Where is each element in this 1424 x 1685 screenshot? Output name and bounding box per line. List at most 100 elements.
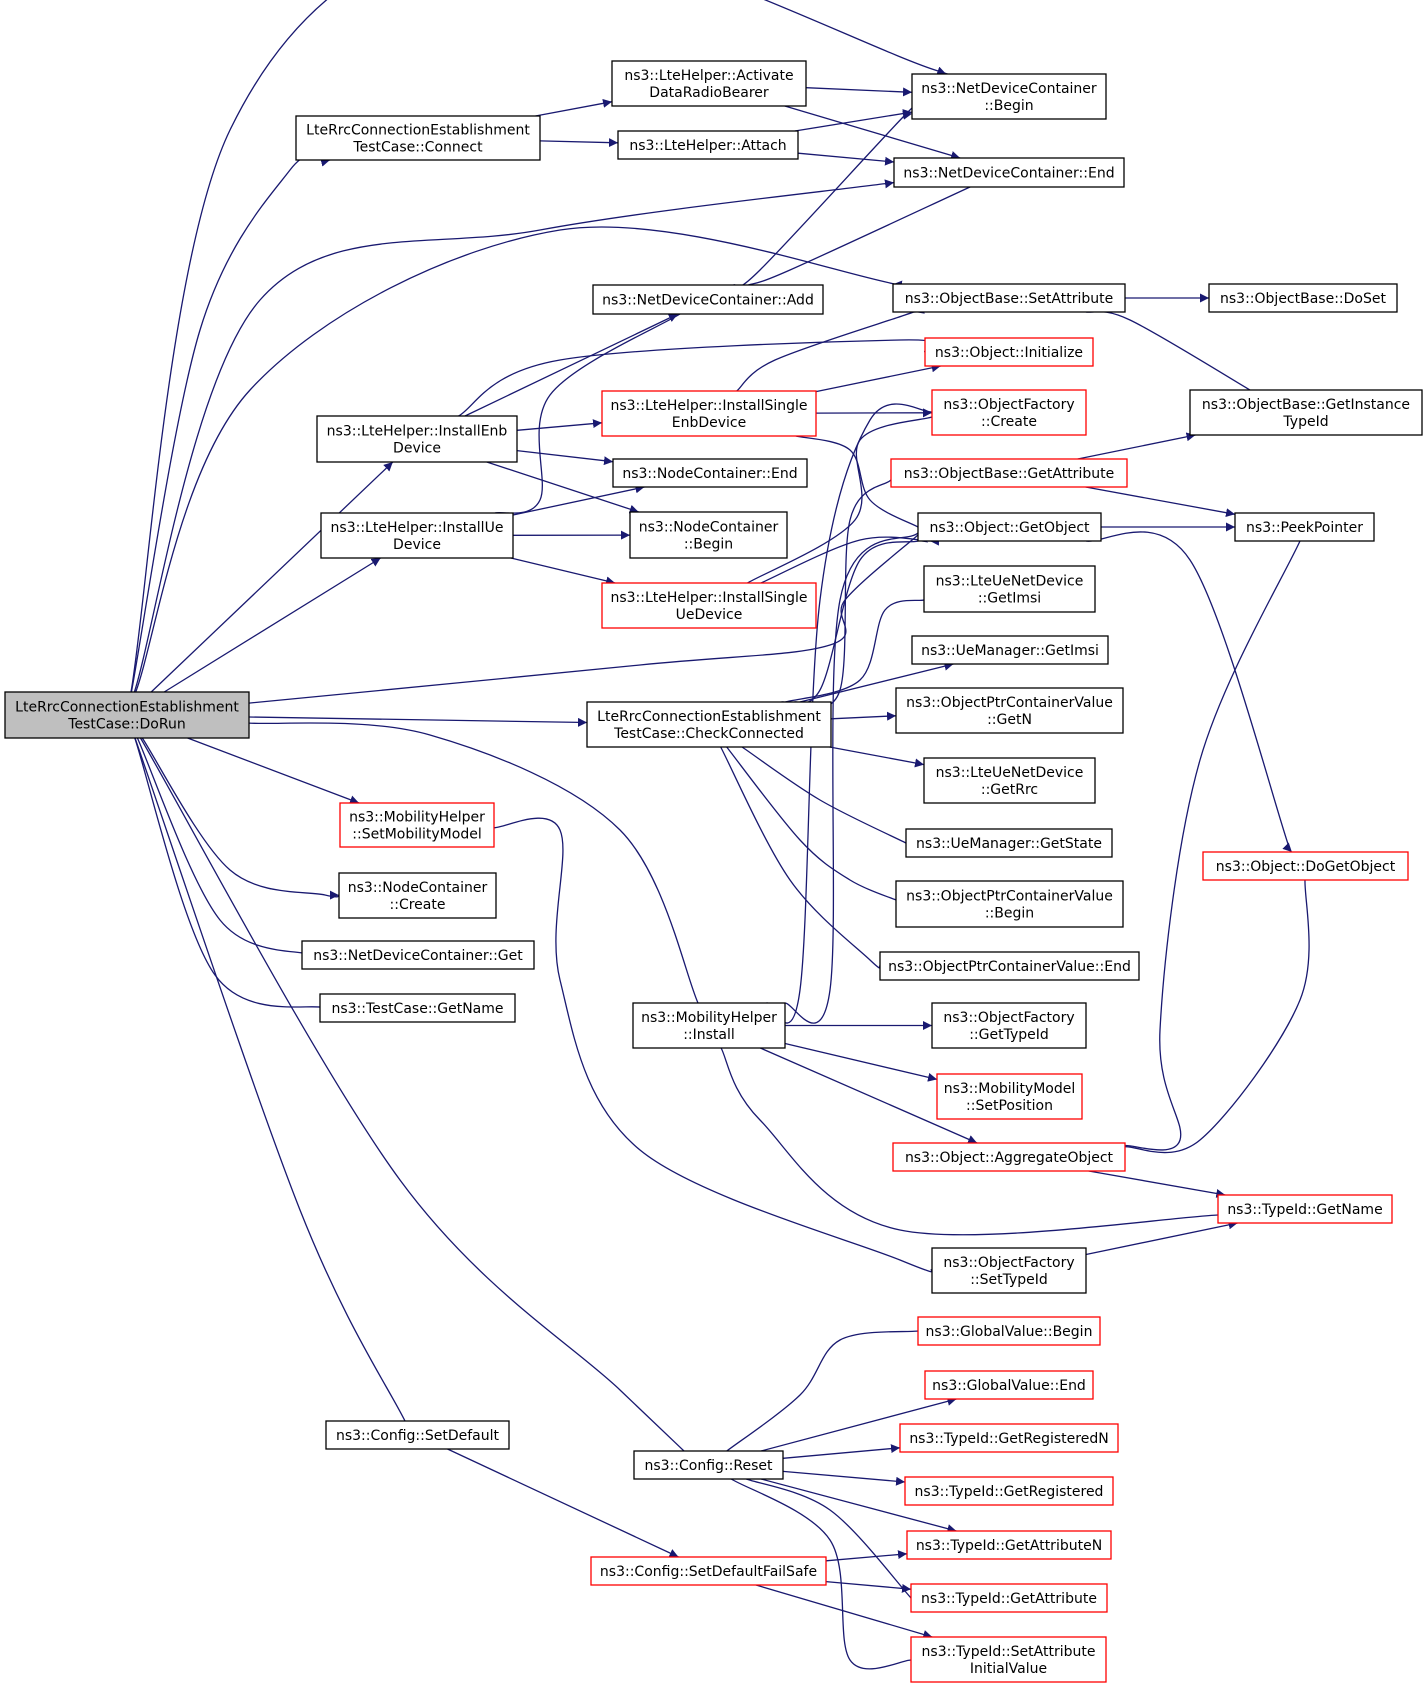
node-dorun[interactable]: LteRrcConnectionEstablishmentTestCase::D… — [4, 691, 250, 739]
node-tidRegN[interactable]: ns3::TypeId::GetRegisteredN — [899, 1423, 1119, 1453]
edge-obSetAttr-to-obGetInstTid — [1085, 310, 1261, 399]
node-obSetAttr[interactable]: ns3::ObjectBase::SetAttribute — [892, 283, 1126, 313]
node-lteUeImsi[interactable]: ns3::LteUeNetDevice::GetImsi — [923, 565, 1096, 613]
edge-instSingleEnb-to-obSetAttr — [736, 305, 925, 392]
node-label: ns3::NodeContainer::End — [622, 466, 797, 482]
node-objInit[interactable]: ns3::Object::Initialize — [924, 337, 1094, 367]
node-label: InitialValue — [970, 1661, 1047, 1677]
edge-cfgReset-to-gvEnd — [760, 1396, 957, 1452]
node-label: DataRadioBearer — [649, 85, 769, 101]
node-gvBegin[interactable]: ns3::GlobalValue::Begin — [917, 1316, 1101, 1346]
node-label: ns3::MobilityModel — [944, 1081, 1076, 1097]
edge-installEnb-to-ncEnd — [516, 449, 614, 466]
node-box — [319, 993, 516, 1023]
edge-connect-to-activate — [535, 98, 613, 117]
edge-dorun-to-installEnb — [150, 461, 394, 693]
node-label: ns3::Object::Initialize — [935, 345, 1083, 361]
node-objDoGetObject[interactable]: ns3::Object::DoGetObject — [1202, 851, 1409, 881]
edge-setDefault-to-failSafe — [447, 1448, 679, 1558]
node-ncEnd[interactable]: ns3::NodeContainer::End — [612, 458, 808, 488]
node-label: ns3::LteUeNetDevice — [936, 574, 1084, 590]
node-label: ns3::PeekPointer — [1246, 520, 1363, 536]
node-label: ns3::Config::SetDefaultFailSafe — [600, 1564, 817, 1580]
node-cfgReset[interactable]: ns3::Config::Reset — [633, 1450, 784, 1480]
node-ofSetTypeId[interactable]: ns3::ObjectFactory::SetTypeId — [931, 1247, 1087, 1294]
node-label: ::Create — [981, 414, 1037, 430]
node-connect[interactable]: LteRrcConnectionEstablishmentTestCase::C… — [295, 115, 541, 161]
node-tidReg[interactable]: ns3::TypeId::GetRegistered — [904, 1476, 1114, 1506]
node-label: ns3::LteHelper::InstallUe — [331, 520, 504, 536]
node-attach[interactable]: ns3::LteHelper::Attach — [617, 130, 799, 160]
node-ofCreate[interactable]: ns3::ObjectFactory::Create — [931, 389, 1087, 436]
node-ofGetTypeId[interactable]: ns3::ObjectFactory::GetTypeId — [931, 1002, 1087, 1049]
node-mmSetPos[interactable]: ns3::MobilityModel::SetPosition — [936, 1073, 1083, 1120]
node-obGetAttr[interactable]: ns3::ObjectBase::GetAttribute — [890, 458, 1128, 488]
node-objGetObject[interactable]: ns3::Object::GetObject — [917, 512, 1102, 542]
edge-objAggregate-to-tidGetName — [1088, 1170, 1226, 1198]
node-checkConn[interactable]: LteRrcConnectionEstablishmentTestCase::C… — [586, 701, 832, 748]
node-ndcGet[interactable]: ns3::NetDeviceContainer::Get — [301, 940, 535, 970]
node-objAggregate[interactable]: ns3::Object::AggregateObject — [892, 1142, 1126, 1172]
node-box — [931, 1247, 1087, 1294]
node-ndcEnd[interactable]: ns3::NetDeviceContainer::End — [893, 157, 1125, 188]
node-label: UeDevice — [676, 607, 743, 623]
node-label: ns3::LteHelper::InstallEnb — [327, 424, 508, 440]
node-nodeCreate[interactable]: ns3::NodeContainer::Create — [338, 872, 497, 919]
node-setDefault[interactable]: ns3::Config::SetDefault — [325, 1420, 510, 1450]
node-box — [632, 1002, 786, 1049]
node-label: ns3::TypeId::GetName — [1227, 1202, 1382, 1218]
edge-objAggregate-to-peekPointer — [1124, 524, 1309, 1151]
node-tidAttr[interactable]: ns3::TypeId::GetAttribute — [910, 1583, 1108, 1613]
edge-attach-to-ndcBegin — [794, 109, 913, 132]
node-ncBegin[interactable]: ns3::NodeContainer::Begin — [629, 511, 788, 559]
node-box — [590, 1556, 827, 1586]
node-label: ::GetImsi — [978, 591, 1041, 607]
node-tidAttrN[interactable]: ns3::TypeId::GetAttributeN — [906, 1530, 1112, 1560]
node-optrBegin[interactable]: ns3::ObjectPtrContainerValue::Begin — [895, 880, 1124, 928]
node-ndcBegin[interactable]: ns3::NetDeviceContainer::Begin — [911, 73, 1107, 120]
node-label: ns3::LteHelper::Activate — [624, 68, 793, 84]
node-peekPointer[interactable]: ns3::PeekPointer — [1234, 512, 1375, 542]
node-mobInstall[interactable]: ns3::MobilityHelper::Install — [632, 1002, 786, 1049]
node-label: ns3::NodeContainer — [639, 520, 779, 536]
node-tidGetName[interactable]: ns3::TypeId::GetName — [1217, 1194, 1393, 1224]
node-label: ::GetN — [987, 712, 1032, 728]
node-obDoSet[interactable]: ns3::ObjectBase::DoSet — [1208, 283, 1398, 313]
node-gvEnd[interactable]: ns3::GlobalValue::End — [924, 1370, 1094, 1400]
node-setMobility[interactable]: ns3::MobilityHelper::SetMobilityModel — [339, 802, 495, 848]
node-ndcAdd[interactable]: ns3::NetDeviceContainer::Add — [592, 284, 824, 315]
node-label: TestCase::Connect — [352, 140, 483, 156]
edge-installEnb-to-ncBegin — [486, 461, 639, 514]
edge-cfgReset-to-tidRegN — [782, 1444, 901, 1459]
node-testGetName[interactable]: ns3::TestCase::GetName — [319, 993, 516, 1023]
node-label: ns3::LteHelper::Attach — [629, 138, 786, 154]
node-optrGetN[interactable]: ns3::ObjectPtrContainerValue::GetN — [895, 687, 1124, 734]
node-box — [339, 802, 495, 848]
node-label: ns3::ObjectBase::DoSet — [1220, 291, 1386, 307]
node-label: ::Begin — [984, 98, 1033, 114]
node-label: ns3::NetDeviceContainer::Add — [602, 293, 814, 309]
node-box — [586, 701, 832, 748]
node-ueMgrImsi[interactable]: ns3::UeManager::GetImsi — [911, 635, 1109, 665]
node-failSafe[interactable]: ns3::Config::SetDefaultFailSafe — [590, 1556, 827, 1586]
node-ueMgrState[interactable]: ns3::UeManager::GetState — [905, 828, 1113, 858]
node-label: ns3::LteUeNetDevice — [936, 765, 1084, 781]
node-lteUeRrc[interactable]: ns3::LteUeNetDevice::GetRrc — [923, 757, 1096, 804]
node-box — [1217, 1194, 1393, 1224]
node-box — [592, 284, 824, 315]
edge-checkConn-to-optrGetN — [830, 711, 897, 721]
node-box — [895, 880, 1124, 928]
node-box — [893, 157, 1125, 188]
node-optrEnd[interactable]: ns3::ObjectPtrContainerValue::End — [879, 951, 1140, 981]
node-label: ns3::NodeContainer — [348, 880, 488, 896]
node-label: ::SetTypeId — [970, 1272, 1048, 1288]
edge-dorun-to-setMobility — [187, 737, 360, 805]
node-label: ns3::ObjectFactory — [943, 1255, 1074, 1271]
